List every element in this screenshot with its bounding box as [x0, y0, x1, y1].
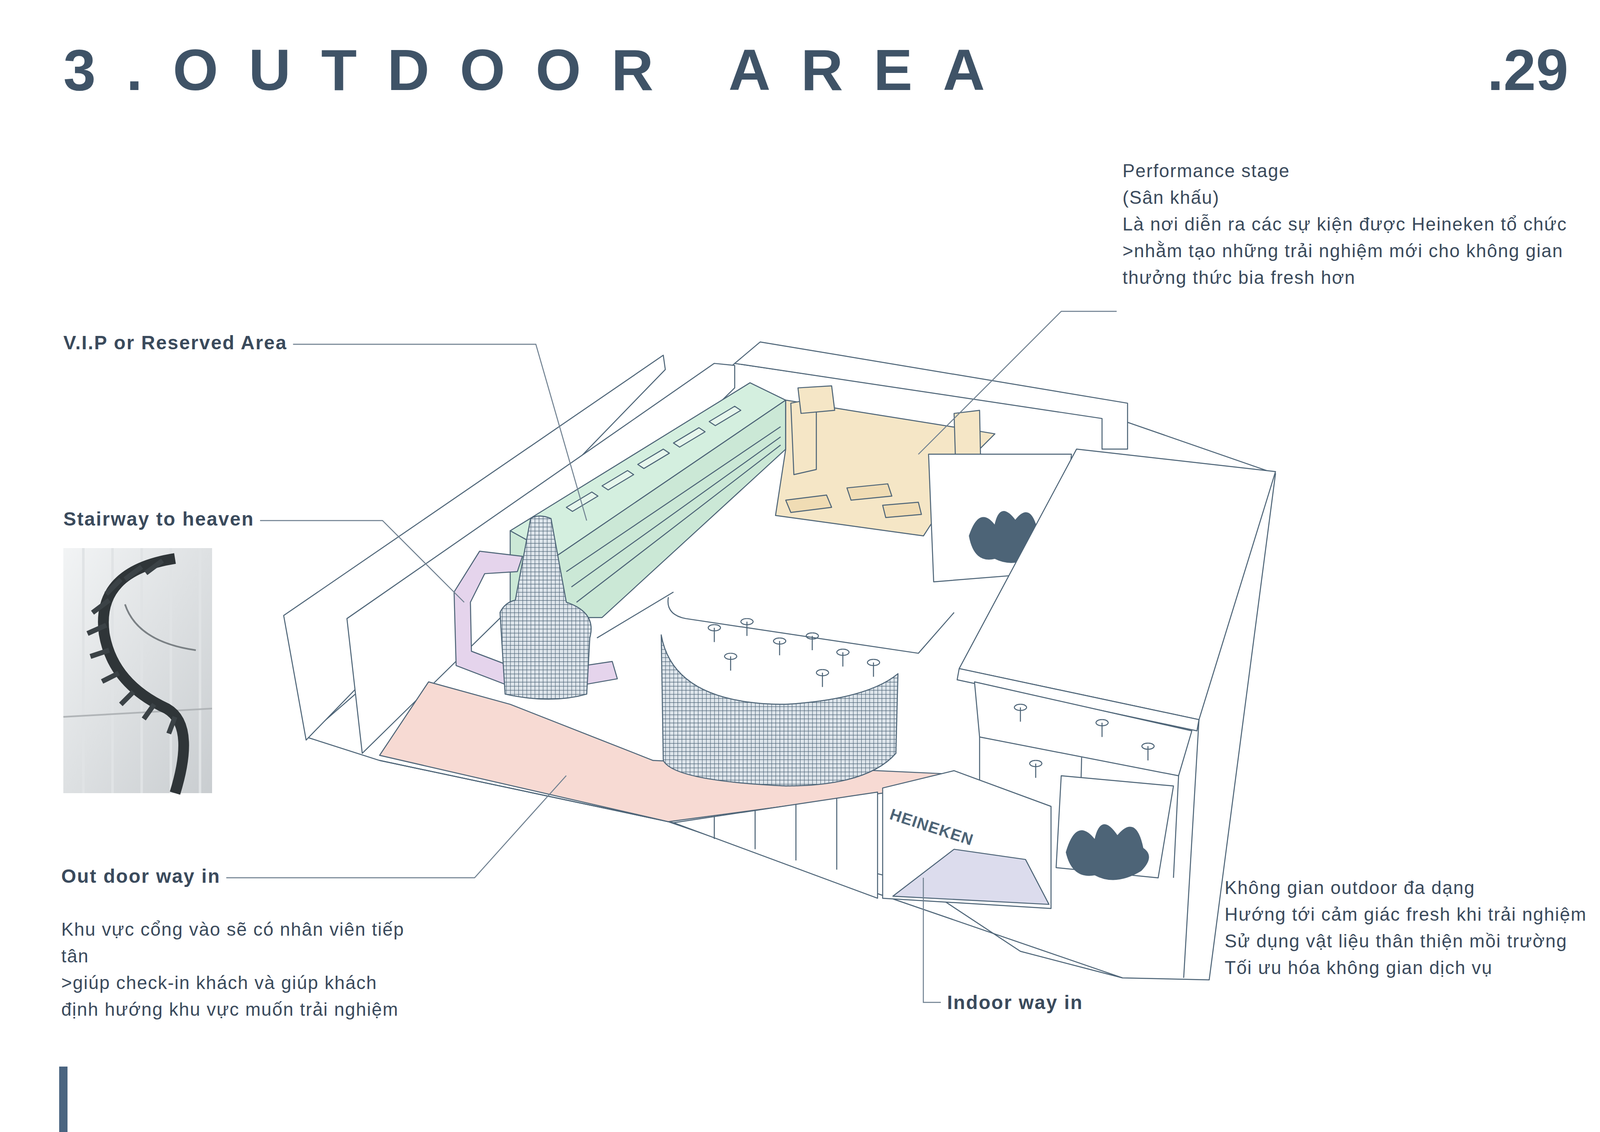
leader-line: [923, 877, 941, 1003]
accent-bar: [59, 1066, 68, 1132]
summary-note: Không gian outdoor đa dạngHướng tới cảm …: [1224, 874, 1588, 981]
signage-text: HEINEKEN: [885, 804, 978, 850]
area-label: Out door way in: [61, 864, 221, 888]
bottle-tower: [500, 515, 592, 700]
cafe-tables: [1014, 704, 1155, 778]
entry-note: Khu vực cổng vào sẽ có nhân viên tiếp tâ…: [61, 915, 420, 1023]
vip-sofas: [566, 406, 741, 512]
note-text: Hướng tới cảm giác fresh khi trải nghiệm: [1224, 900, 1588, 928]
stair-lines: [714, 797, 837, 870]
leader-line: [226, 775, 567, 878]
cafe-area: [974, 681, 1193, 776]
stair-photo: [63, 547, 213, 793]
stage-speaker: [797, 385, 835, 414]
area-label: Stairway to heaven: [63, 507, 255, 531]
note-text: Tối ưu hóa không gian dịch vụ: [1224, 954, 1588, 981]
note-text: Không gian outdoor đa dạng: [1224, 874, 1588, 901]
stage-equipment: [785, 483, 922, 518]
curved-mesh-wall: [661, 634, 898, 786]
leader-line: [918, 311, 1117, 455]
entry-stairs: [673, 791, 878, 898]
leader-line: [292, 344, 587, 521]
leader-line: [260, 520, 465, 603]
note-text: Performance stage: [1122, 157, 1585, 185]
floor-path: [597, 591, 955, 653]
indoor-entry-floor: [892, 849, 1050, 905]
outdoor-tables: [708, 618, 880, 687]
stage-note: Performance stage(Sân khấu)Là nơi diễn r…: [1122, 157, 1585, 291]
vip-rail: [566, 426, 781, 603]
note-text: Là nơi diễn ra các sự kiện được Heineken…: [1122, 210, 1585, 238]
page-number: .29: [1487, 36, 1569, 104]
note-text: >nhằm tạo những trải nghiệm mới cho khôn…: [1122, 237, 1585, 291]
area-label: V.I.P or Reserved Area: [63, 330, 288, 355]
page-title: 3.OUTDOOR AREA: [63, 36, 1016, 104]
note-text: Khu vực cổng vào sẽ có nhân viên tiếp tâ…: [61, 915, 420, 970]
indoor-entrance: [882, 770, 1051, 909]
note-text: (Sân khấu): [1122, 184, 1585, 211]
area-label: Indoor way in: [947, 990, 1083, 1014]
note-text: Sử dụng vật liệu thân thiện mồi trường: [1224, 927, 1588, 955]
floor-slab: [306, 363, 1276, 980]
vip-deck-front: [556, 400, 786, 618]
note-text: >giúp check-in khách và giúp khách định …: [61, 969, 420, 1023]
plants: [1066, 824, 1149, 880]
